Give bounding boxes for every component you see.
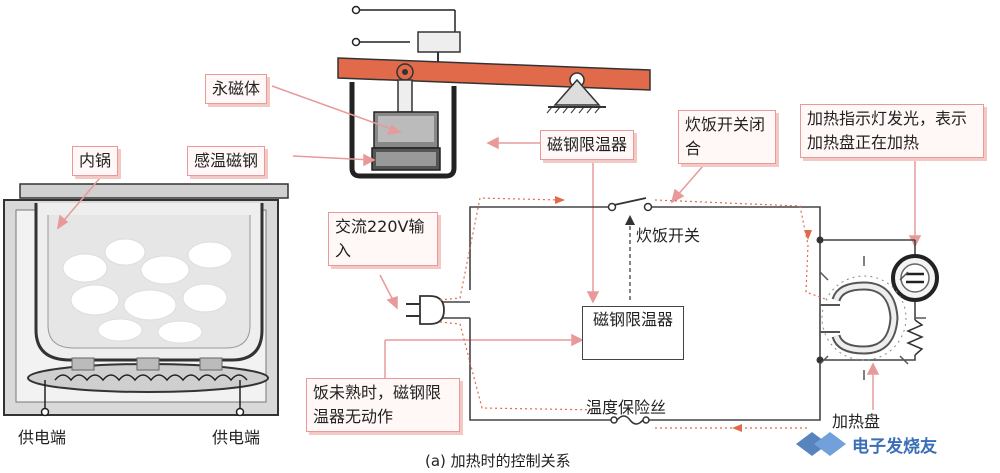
ac-input-label: 交流220V输入	[328, 212, 438, 266]
figure-caption: (a) 加热时的控制关系	[425, 452, 571, 470]
magnetic-limiter-top-label: 磁钢限温器	[540, 130, 635, 160]
cooking-switch-symbol	[607, 197, 653, 300]
power-plug-symbol	[406, 295, 445, 325]
permanent-magnet-label: 永磁体	[205, 74, 268, 104]
power-terminal-left-label: 供电端	[18, 428, 67, 447]
limiter-mechanism	[337, 5, 651, 179]
cooking-switch-label: 炊饭开关	[636, 226, 701, 245]
watermark-logo	[796, 432, 846, 456]
not-cooked-note-label: 饭未熟时，磁钢限温器无动作	[306, 378, 460, 432]
inner-pot-shape	[34, 203, 264, 362]
lever-bar	[337, 57, 651, 91]
heating-plate-label: 加热盘	[832, 412, 881, 431]
switch-closed-label: 炊饭开关闭合	[678, 110, 776, 164]
power-terminals	[40, 380, 245, 417]
magnetic-limiter-box: 磁钢限温器	[582, 306, 684, 360]
callout-pointers	[56, 85, 922, 410]
current-arrows	[555, 196, 812, 432]
pot-lid	[19, 183, 289, 199]
power-terminal-right-label: 供电端	[212, 428, 261, 447]
fuse-label: 温度保险丝	[586, 398, 667, 417]
heating-plate-symbol	[819, 256, 926, 380]
resistor-symbol	[906, 319, 924, 356]
indicator-lamp-symbol	[891, 254, 939, 302]
heating-plate-shape	[27, 357, 269, 393]
watermark-text: 电子发烧友	[852, 437, 937, 457]
indicator-note-label: 加热指示灯发光，表示加热盘正在加热	[800, 104, 984, 158]
fuse-symbol	[610, 415, 650, 425]
current-path	[439, 197, 829, 429]
inner-pot-label: 内锅	[72, 146, 119, 176]
temp-sensing-magnet-label: 感温磁钢	[187, 146, 266, 176]
